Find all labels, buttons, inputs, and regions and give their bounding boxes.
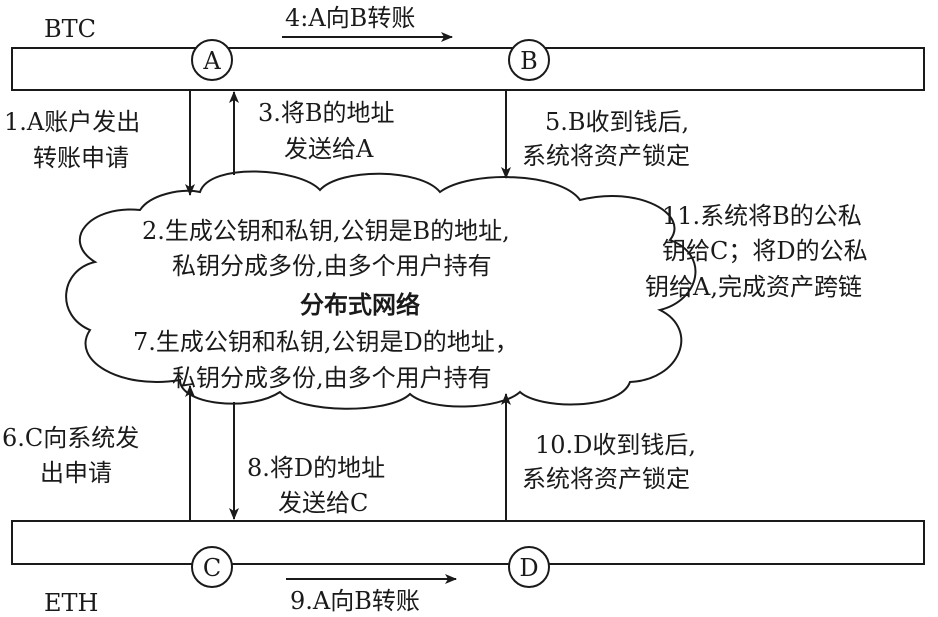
btc-chain-bar <box>11 47 925 91</box>
step5-line1: 5.B收到钱后, <box>545 108 689 136</box>
node-b-label: B <box>520 47 538 75</box>
step11-line2: 钥给C；将D的公私 <box>662 237 868 265</box>
node-a-label: A <box>202 47 221 75</box>
node-c: C <box>191 546 233 588</box>
node-c-label: C <box>203 554 221 582</box>
distributed-network-cloud <box>65 170 697 410</box>
step6-line1: 6.C向系统发 <box>2 424 139 452</box>
step2-line1: 2.生成公钥和私钥,公钥是B的地址, <box>142 217 510 245</box>
step5-line2: 系统将资产锁定 <box>522 142 690 170</box>
eth-chain-bar <box>11 520 925 565</box>
step10-line2: 系统将资产锁定 <box>522 465 690 493</box>
step9-label: 9.A向B转账 <box>290 587 420 615</box>
step4-label: 4:A向B转账 <box>285 4 415 32</box>
btc-chain-label: BTC <box>44 15 96 43</box>
step1-line2: 转账申请 <box>33 144 129 172</box>
step6-line2: 出申请 <box>40 459 112 487</box>
step10-line1: 10.D收到钱后, <box>535 431 696 459</box>
cloud-title: 分布式网络 <box>300 290 420 319</box>
node-d-label: D <box>519 554 538 582</box>
step2-line2: 私钥分成多份,由多个用户持有 <box>172 252 492 280</box>
node-b: B <box>508 39 550 81</box>
step7-line1: 7.生成公钥和私钥,公钥是D的地址， <box>133 328 519 356</box>
step8-line2: 发送给C <box>278 489 368 517</box>
step11-line1: 11.系统将B的公私 <box>662 202 862 230</box>
step7-line2: 私钥分成多份,由多个用户持有 <box>172 364 492 392</box>
step3-line2: 发送给A <box>284 135 374 163</box>
step1-line1: 1.A账户发出 <box>4 108 140 136</box>
node-a: A <box>191 39 233 81</box>
step8-line1: 8.将D的地址 <box>247 454 385 482</box>
step3-line1: 3.将B的地址 <box>258 99 395 127</box>
step11-line3: 钥给A,完成资产跨链 <box>645 273 862 301</box>
eth-chain-label: ETH <box>44 589 98 617</box>
node-d: D <box>508 546 550 588</box>
